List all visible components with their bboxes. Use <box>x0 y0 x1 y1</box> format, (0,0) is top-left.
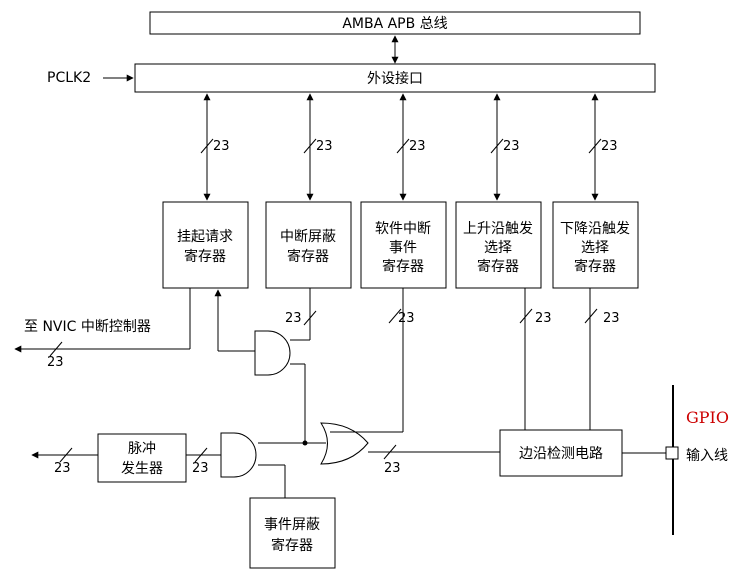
svg-text:脉冲: 脉冲 <box>128 441 156 457</box>
bus-width-nvic: 23 <box>47 355 64 370</box>
svg-text:事件: 事件 <box>389 240 417 256</box>
bus-width-mask: 23 <box>285 311 302 326</box>
svg-text:选择: 选择 <box>581 240 609 256</box>
interrupt-mask-register-box: 中断屏蔽 寄存器 <box>265 201 352 289</box>
pclk2-label: PCLK2 <box>47 70 91 86</box>
apb-bus-box: AMBA APB 总线 <box>149 11 641 35</box>
gpio-label: GPIO <box>686 408 729 427</box>
svg-text:发生器: 发生器 <box>121 461 163 477</box>
svg-text:下降沿触发: 下降沿触发 <box>560 221 630 237</box>
peripheral-interface-box: 外设接口 <box>134 63 656 93</box>
nvic-label: 至 NVIC 中断控制器 <box>24 319 151 335</box>
bus-width-falling: 23 <box>601 139 618 154</box>
and-gate-interrupt <box>254 330 291 376</box>
svg-text:寄存器: 寄存器 <box>574 258 616 275</box>
bus-width-event: 23 <box>54 461 71 476</box>
svg-text:事件屏蔽: 事件屏蔽 <box>264 517 320 533</box>
peripheral-interface-label: 外设接口 <box>367 70 423 87</box>
svg-text:中断屏蔽: 中断屏蔽 <box>280 229 336 245</box>
svg-text:寄存器: 寄存器 <box>477 258 519 275</box>
bus-width-pulse-in: 23 <box>192 461 209 476</box>
svg-text:寄存器: 寄存器 <box>271 537 313 554</box>
or-gate <box>320 422 369 465</box>
edge-detect-circuit-box: 边沿检测电路 <box>499 429 623 477</box>
and-gate-event <box>220 432 257 478</box>
pulse-generator-box: 脉冲 发生器 <box>97 433 187 483</box>
bus-width-rising-out: 23 <box>535 311 552 326</box>
bus-width-falling-out: 23 <box>603 311 620 326</box>
svg-text:寄存器: 寄存器 <box>382 258 424 275</box>
event-mask-register-box: 事件屏蔽 寄存器 <box>249 497 336 569</box>
register-buses: 23 23 23 23 23 <box>200 93 618 201</box>
svg-text:选择: 选择 <box>484 240 512 256</box>
svg-text:软件中断: 软件中断 <box>375 221 431 237</box>
svg-text:挂起请求: 挂起请求 <box>177 229 233 245</box>
svg-text:寄存器: 寄存器 <box>184 248 226 265</box>
bus-width-pending: 23 <box>213 139 230 154</box>
gpio-pin <box>665 446 679 460</box>
apb-bus-label: AMBA APB 总线 <box>342 16 447 32</box>
bus-width-software: 23 <box>409 139 426 154</box>
svg-text:寄存器: 寄存器 <box>287 248 329 265</box>
nvic-output: 23 至 NVIC 中断控制器 <box>14 288 191 370</box>
bus-width-rising: 23 <box>503 139 520 154</box>
pending-register-box: 挂起请求 寄存器 <box>162 201 249 289</box>
svg-text:上升沿触发: 上升沿触发 <box>463 221 533 237</box>
software-interrupt-register-box: 软件中断 事件 寄存器 <box>360 201 447 289</box>
rising-trigger-register-box: 上升沿触发 选择 寄存器 <box>455 201 542 289</box>
svg-text:边沿检测电路: 边沿检测电路 <box>519 446 603 462</box>
input-line-label: 输入线 <box>686 448 728 464</box>
bus-width-software-out: 23 <box>398 311 415 326</box>
bus-width-interrupt-mask: 23 <box>316 139 333 154</box>
falling-trigger-register-box: 下降沿触发 选择 寄存器 <box>552 201 639 289</box>
bus-width-edge: 23 <box>384 461 401 476</box>
